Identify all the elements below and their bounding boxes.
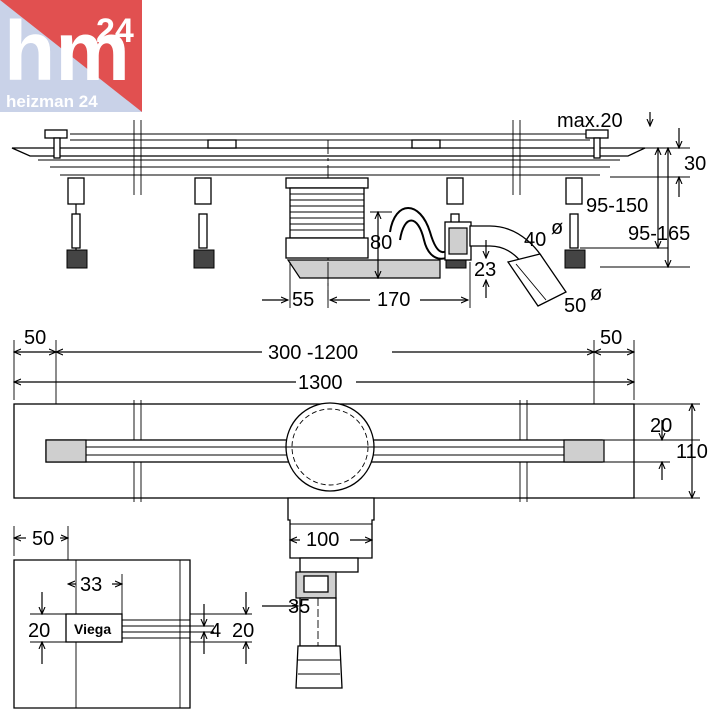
logo-name: heizman 24 [6, 92, 98, 111]
outlet-top-view: 100 35 [262, 497, 375, 689]
viega-plate [65, 613, 123, 643]
dim-50-detail: 50 [32, 528, 54, 550]
diameter-symbol-40: ø [551, 217, 563, 239]
dim-100: 100 [306, 529, 339, 551]
dim-30: 30 [684, 153, 706, 175]
elbow-outlet [469, 225, 567, 307]
logo-red-triangle [0, 0, 142, 112]
dim-20-slot: 20 [650, 415, 672, 437]
dim-110: 110 [676, 441, 708, 463]
dim-1300: 1300 [298, 372, 343, 394]
dim-max-20: max.20 [557, 110, 623, 132]
dim-95-165: 95-165 [628, 223, 690, 245]
dim-33: 33 [80, 574, 102, 596]
support-foot-4 [564, 129, 609, 269]
viega-brand: Viega [74, 621, 111, 637]
dim-50-right: 50 [600, 327, 622, 349]
side-dimensions: max.20 30 95-150 95-165 [557, 110, 706, 267]
siphon-dimensions: 80 23 40 ø 50 ø 55 170 [262, 212, 602, 317]
detail-view: 50 33 Viega 20 4 20 [14, 526, 254, 709]
dim-20-detail-left: 20 [28, 620, 50, 642]
diameter-symbol-50: ø [590, 283, 602, 305]
dim-20-detail-right: 20 [232, 620, 254, 642]
logo-text: hm [4, 4, 130, 98]
dim-23: 23 [474, 259, 496, 281]
slot-end-right [563, 439, 605, 463]
side-view: max.20 30 95-150 95-165 80 23 40 ø 50 ø [11, 110, 706, 317]
siphon-body [285, 177, 441, 279]
dim-4: 4 [210, 620, 221, 642]
dim-55: 55 [292, 289, 314, 311]
dim-300-1200: 300 -1200 [268, 342, 358, 364]
top-view: 50 50 300 -1200 1300 20 110 [14, 327, 708, 689]
support-foot-2 [193, 139, 237, 269]
drain-hose [389, 207, 472, 261]
dim-50-outlet: 50 [564, 295, 586, 317]
logo-number: 24 [96, 12, 134, 50]
channel-plate [11, 147, 646, 157]
slot-end-left [45, 439, 87, 463]
dim-40: 40 [524, 229, 546, 251]
dim-50-left: 50 [24, 327, 46, 349]
dim-80: 80 [370, 232, 392, 254]
dim-35: 35 [288, 596, 310, 618]
dim-95-150: 95-150 [586, 195, 648, 217]
support-foot-1 [44, 129, 88, 269]
dim-170: 170 [377, 289, 410, 311]
brand-logo: hm 24 heizman 24 [0, 0, 142, 112]
